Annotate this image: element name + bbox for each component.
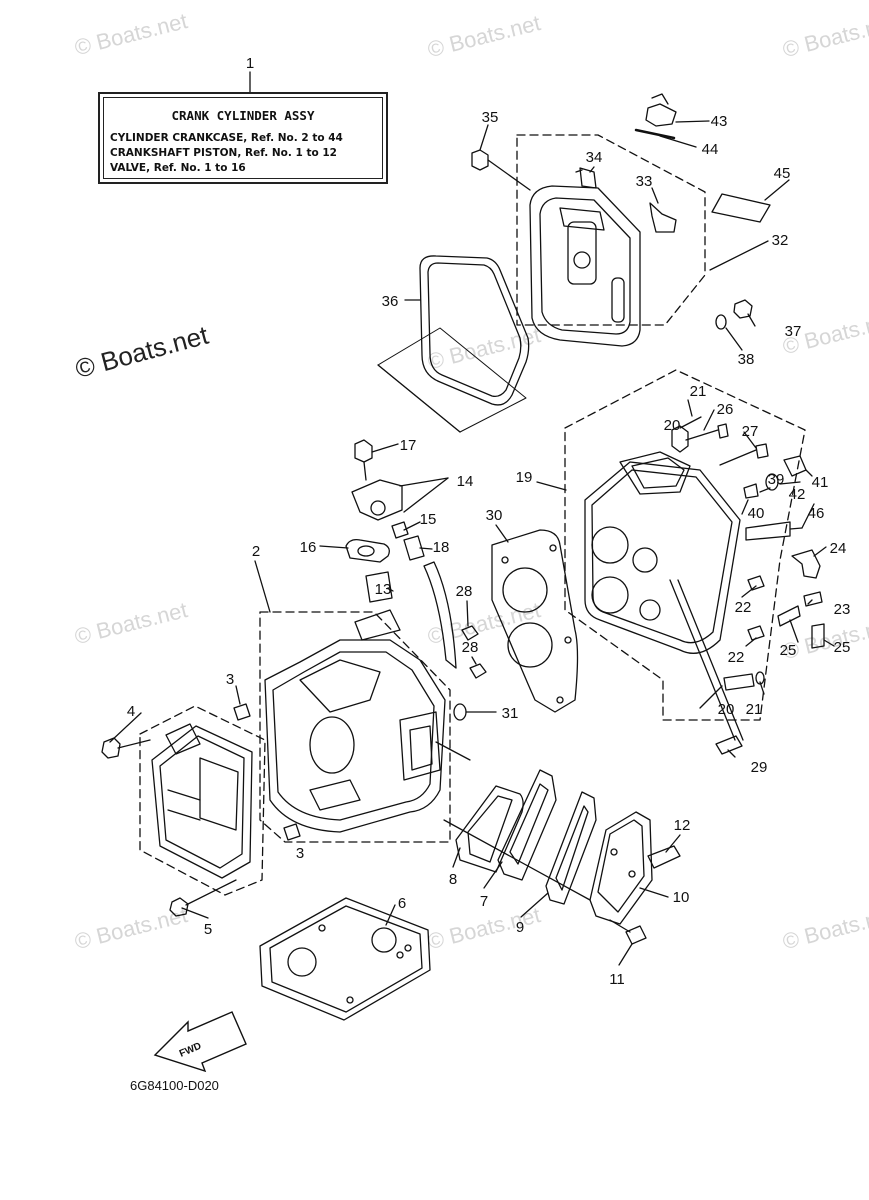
callout-number: 39 xyxy=(768,471,785,488)
callout-number: 14 xyxy=(457,473,474,490)
callout-number: 36 xyxy=(382,293,399,310)
callout-number: 44 xyxy=(702,141,719,158)
callout-number: 42 xyxy=(789,486,806,503)
callout-number: 16 xyxy=(300,539,317,556)
diagram-part-code: 6G84100-D020 xyxy=(130,1078,219,1093)
callout-number: 28 xyxy=(456,583,473,600)
callout-number: 3 xyxy=(296,845,304,862)
callout-number: 43 xyxy=(711,113,728,130)
callout-number: 25 xyxy=(834,639,851,656)
callout-number: 28 xyxy=(462,639,479,656)
callout-number: 8 xyxy=(449,871,457,888)
fwd-arrow-icon: FWD xyxy=(153,1011,247,1073)
callout-number: 33 xyxy=(636,173,653,190)
callout-number: 17 xyxy=(400,437,417,454)
assembly-ref-line: CRANKSHAFT PISTON, Ref. No. 1 to 12 xyxy=(110,147,337,159)
callout-number: 40 xyxy=(748,505,765,522)
callout-number: 21 xyxy=(690,383,707,400)
callout-number: 1 xyxy=(246,55,254,72)
callout-number: 26 xyxy=(717,401,734,418)
assembly-ref-line: CYLINDER CRANKCASE, Ref. No. 2 to 44 xyxy=(110,132,343,144)
callout-number: 24 xyxy=(830,540,847,557)
callout-number: 22 xyxy=(728,649,745,666)
callout-number: 19 xyxy=(516,469,533,486)
callout-number: 35 xyxy=(482,109,499,126)
assembly-reference-box: CRANK CYLINDER ASSY CYLINDER CRANKCASE, … xyxy=(98,92,388,184)
callout-number: 20 xyxy=(718,701,735,718)
callout-number: 15 xyxy=(420,511,437,528)
callout-number: 12 xyxy=(674,817,691,834)
callout-number: 34 xyxy=(586,149,603,166)
callout-number: 23 xyxy=(834,601,851,618)
callout-number: 20 xyxy=(664,417,681,434)
callout-number: 41 xyxy=(812,474,829,491)
callout-number: 3 xyxy=(226,671,234,688)
callout-number: 13 xyxy=(375,581,392,598)
callout-number: 30 xyxy=(486,507,503,524)
callout-number: 18 xyxy=(433,539,450,556)
callout-number: 2 xyxy=(252,543,260,560)
callout-number: 29 xyxy=(751,759,768,776)
callout-number: 4 xyxy=(127,703,135,720)
callout-number: 25 xyxy=(780,642,797,659)
assembly-ref-line: VALVE, Ref. No. 1 to 16 xyxy=(110,162,246,174)
callout-number: 11 xyxy=(609,971,625,988)
callout-number: 38 xyxy=(738,351,755,368)
callout-number: 31 xyxy=(502,705,519,722)
assembly-title: CRANK CYLINDER ASSY xyxy=(171,108,315,123)
callout-number: 32 xyxy=(772,232,789,249)
callout-number: 37 xyxy=(785,323,802,340)
callout-number: 7 xyxy=(480,893,488,910)
callout-number: 22 xyxy=(735,599,752,616)
callout-number: 27 xyxy=(742,423,759,440)
callout-number: 6 xyxy=(398,895,406,912)
callout-number: 10 xyxy=(673,889,690,906)
callout-number: 46 xyxy=(808,505,825,522)
callout-number: 5 xyxy=(204,921,212,938)
callout-number: 21 xyxy=(746,701,763,718)
callout-number: 9 xyxy=(516,919,524,936)
callout-number: 45 xyxy=(774,165,791,182)
